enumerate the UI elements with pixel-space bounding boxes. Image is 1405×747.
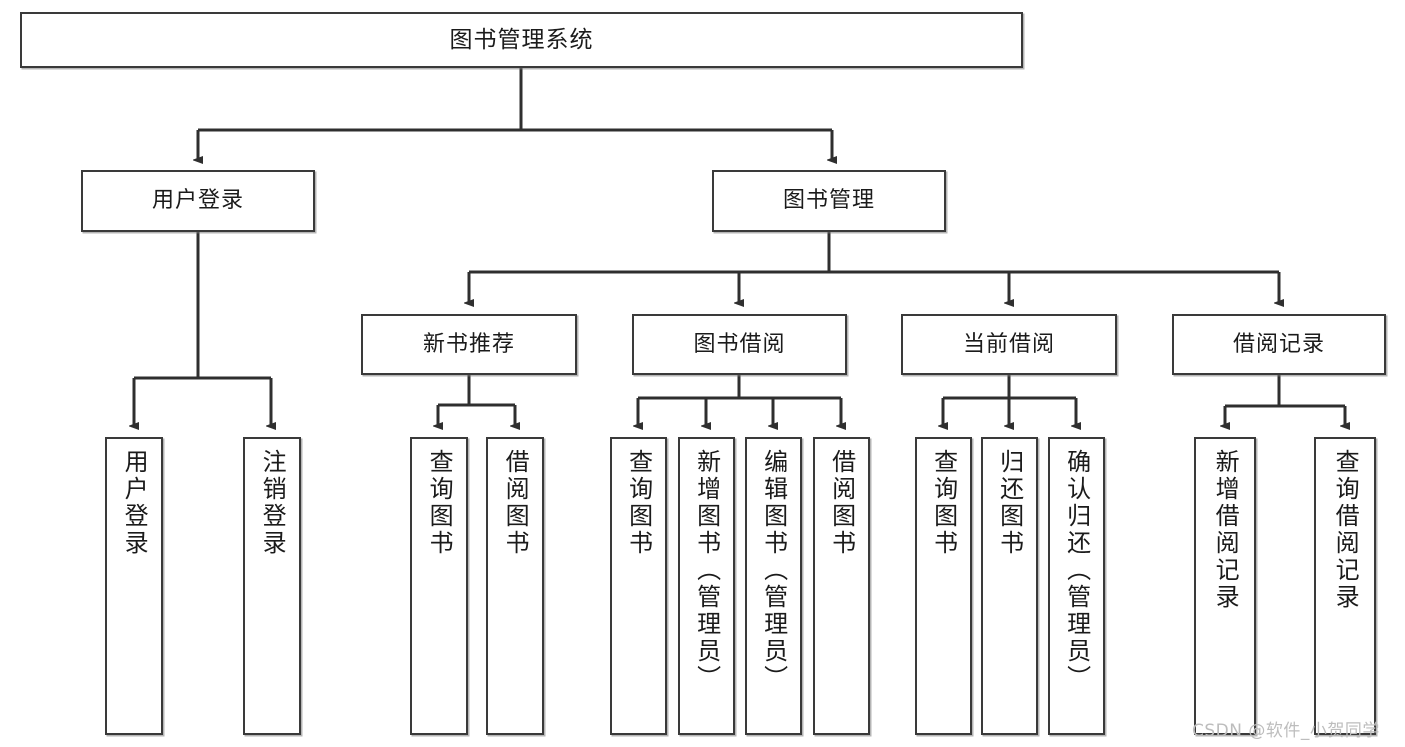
node-label: 确认归还（管理员） [1062, 449, 1091, 692]
leaf-current-query-book[interactable]: 查询图书 [915, 437, 972, 735]
node-label: 图书管理系统 [449, 26, 594, 53]
node-label: 当前借阅 [962, 331, 1055, 357]
node-book-management[interactable]: 图书管理 [712, 170, 946, 232]
node-label: 查询图书 [624, 449, 653, 557]
node-label: 编辑图书（管理员） [759, 449, 788, 692]
leaf-user-logout[interactable]: 注销登录 [243, 437, 301, 735]
node-label: 查询借阅记录 [1331, 449, 1360, 611]
node-book-borrow[interactable]: 图书借阅 [632, 314, 847, 375]
leaf-borrow-query-book[interactable]: 查询图书 [610, 437, 667, 735]
node-borrow-records[interactable]: 借阅记录 [1172, 314, 1386, 375]
node-label: 用户登录 [120, 449, 149, 557]
node-root-system[interactable]: 图书管理系统 [20, 12, 1023, 68]
leaf-records-add-record[interactable]: 新增借阅记录 [1194, 437, 1256, 735]
leaf-recommend-borrow-book[interactable]: 借阅图书 [486, 437, 544, 735]
node-label: 图书借阅 [693, 331, 786, 357]
node-label: 新增借阅记录 [1211, 449, 1240, 611]
node-current-borrow[interactable]: 当前借阅 [901, 314, 1117, 375]
leaf-user-login[interactable]: 用户登录 [105, 437, 163, 735]
node-label: 新书推荐 [422, 331, 515, 357]
leaf-current-return-book[interactable]: 归还图书 [981, 437, 1038, 735]
leaf-records-query-record[interactable]: 查询借阅记录 [1314, 437, 1376, 735]
leaf-current-confirm-return[interactable]: 确认归还（管理员） [1048, 437, 1105, 735]
node-new-book-recommend[interactable]: 新书推荐 [361, 314, 577, 375]
node-label: 借阅图书 [501, 449, 530, 557]
node-label: 借阅记录 [1232, 331, 1325, 357]
node-label: 新增图书（管理员） [692, 449, 721, 692]
leaf-borrow-add-book[interactable]: 新增图书（管理员） [678, 437, 735, 735]
leaf-borrow-borrow-book[interactable]: 借阅图书 [813, 437, 870, 735]
node-label: 归还图书 [995, 449, 1024, 557]
node-label: 图书管理 [782, 188, 875, 214]
node-label: 借阅图书 [827, 449, 856, 557]
node-label: 查询图书 [929, 449, 958, 557]
csdn-watermark: CSDN @软件_小贺同学 [1192, 721, 1380, 741]
node-label: 注销登录 [258, 449, 287, 557]
leaf-borrow-edit-book[interactable]: 编辑图书（管理员） [745, 437, 802, 735]
node-label: 查询图书 [425, 449, 454, 557]
leaf-recommend-query-book[interactable]: 查询图书 [410, 437, 468, 735]
node-user-login[interactable]: 用户登录 [81, 170, 315, 232]
node-label: 用户登录 [151, 188, 244, 214]
